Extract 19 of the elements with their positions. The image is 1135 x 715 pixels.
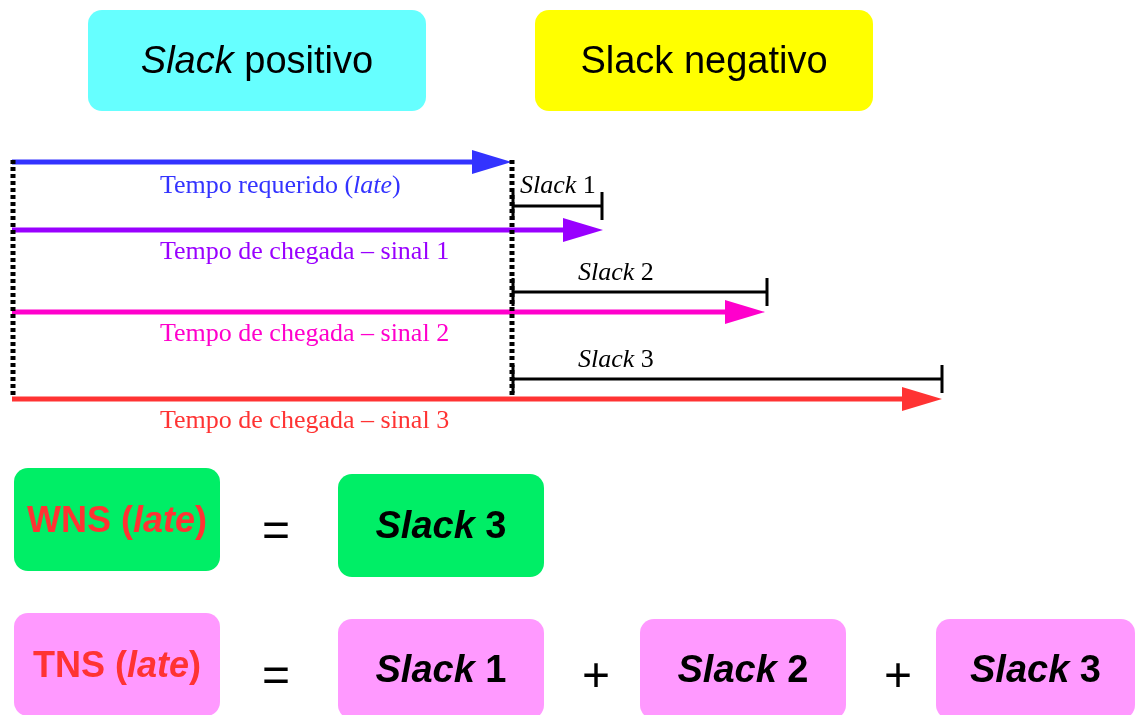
legend-box: Slack negativo [535,10,873,111]
plus-sign: + [582,651,611,699]
slack-label: Slack 2 [578,259,654,285]
arrow-caption: Tempo de chegada – sinal 3 [160,407,450,433]
term-box: Slack 1 [338,619,544,715]
arrow-caption: Tempo de chegada – sinal 2 [160,320,450,346]
term-box: Slack 3 [936,619,1135,715]
slack-label: Slack 1 [520,172,596,198]
arrow-caption: Tempo de chegada – sinal 1 [160,238,450,264]
arrow-caption: Tempo requerido (late) [160,172,401,198]
legend-box: Slack positivo [88,10,426,111]
plus-sign: + [884,651,913,699]
term-box: Slack 2 [640,619,846,715]
metric-box: WNS (late) [14,468,220,571]
metric-box: TNS (late) [14,613,220,715]
equals-sign: = [262,506,291,554]
slack-label: Slack 3 [578,346,654,372]
term-box: Slack 3 [338,474,544,577]
equals-sign: = [262,651,291,699]
